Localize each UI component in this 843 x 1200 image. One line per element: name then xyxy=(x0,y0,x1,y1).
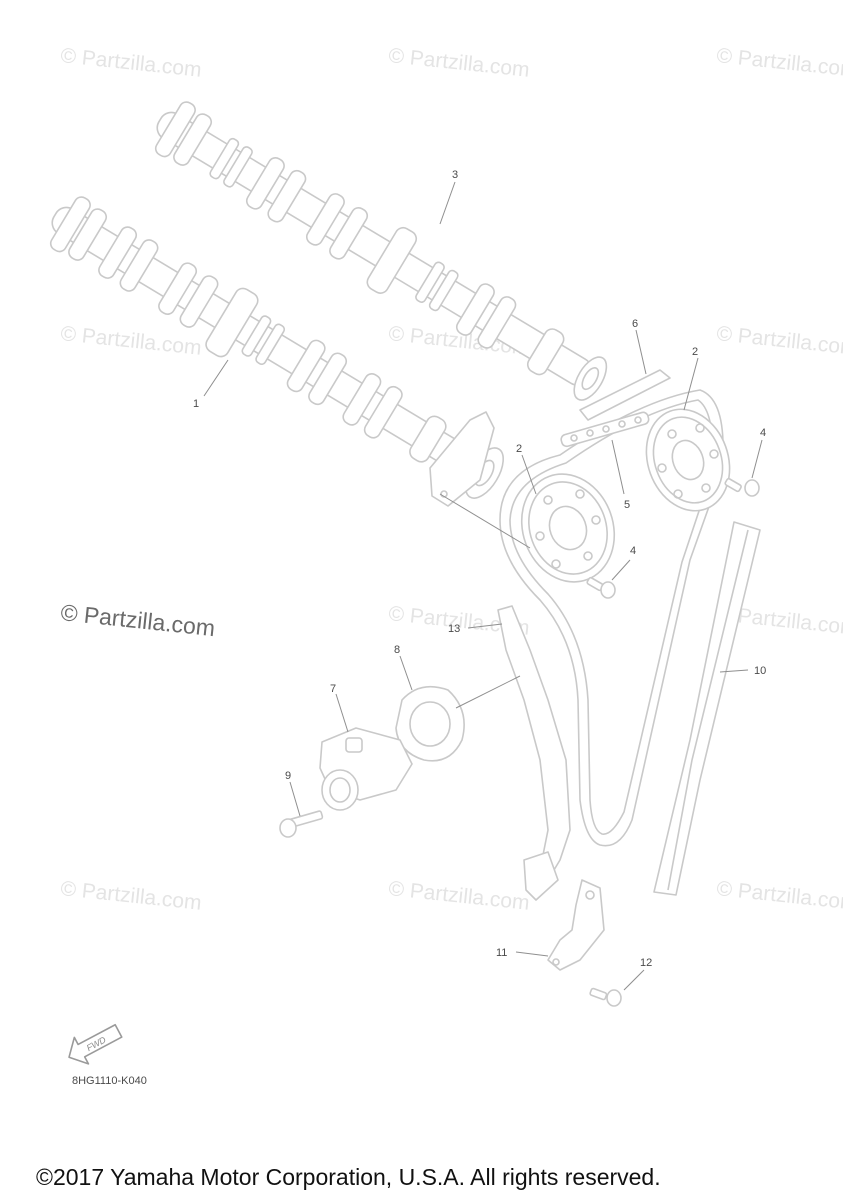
watermark: © Partzilla.com xyxy=(715,322,843,360)
stopper-guide[interactable] xyxy=(547,879,605,971)
chain-guide-intake[interactable] xyxy=(497,605,571,881)
callout-13[interactable]: 13 xyxy=(448,623,460,635)
watermark: © Partzilla.com xyxy=(387,44,530,82)
callout-8[interactable]: 8 xyxy=(394,644,400,656)
diagram-code: 8HG1110-K040 xyxy=(72,1075,147,1087)
chain-links xyxy=(560,411,650,448)
camshaft-lower[interactable] xyxy=(36,185,515,512)
watermark: © Partzilla.com xyxy=(59,599,216,641)
watermark: © Partzilla.com xyxy=(59,877,202,915)
cam-sprocket-b[interactable] xyxy=(633,397,744,522)
watermark: © Partzilla.com xyxy=(715,877,843,915)
stopper-bolt[interactable] xyxy=(589,987,622,1007)
callout-11[interactable]: 11 xyxy=(496,947,507,959)
watermark: © Partzilla.com xyxy=(59,322,202,360)
chain-guide-exhaust[interactable] xyxy=(653,521,761,896)
callout-1[interactable]: 1 xyxy=(193,398,199,410)
callout-4b[interactable]: 4 xyxy=(630,545,636,557)
callout-2b[interactable]: 2 xyxy=(516,443,522,455)
callout-7[interactable]: 7 xyxy=(330,683,336,695)
callout-6[interactable]: 6 xyxy=(632,318,638,330)
callout-5[interactable]: 5 xyxy=(624,499,630,511)
callout-10[interactable]: 10 xyxy=(754,665,766,677)
callout-4a[interactable]: 4 xyxy=(760,427,766,439)
callout-3[interactable]: 3 xyxy=(452,169,458,181)
bolt-b[interactable] xyxy=(586,576,616,599)
copyright-notice: ©2017 Yamaha Motor Corporation, U.S.A. A… xyxy=(36,1164,661,1190)
callout-numbers: 1 2 2 3 4 4 5 6 7 8 9 10 11 12 13 xyxy=(193,169,766,969)
leader-lines xyxy=(203,181,763,991)
tensioner-bolt[interactable] xyxy=(279,810,324,838)
watermark: © Partzilla.com xyxy=(387,877,530,915)
callout-9[interactable]: 9 xyxy=(285,770,291,782)
watermark: © Partzilla.com xyxy=(715,44,843,82)
callout-12[interactable]: 12 xyxy=(640,957,652,969)
bolt-a[interactable] xyxy=(724,477,760,497)
fwd-arrow-icon: FWD xyxy=(68,1023,123,1065)
chain-tensioner[interactable] xyxy=(319,727,413,811)
chain-guide-top[interactable] xyxy=(579,369,671,421)
watermark: © Partzilla.com xyxy=(59,44,202,82)
camshaft-upper[interactable] xyxy=(141,91,618,416)
cam-sprocket-a[interactable] xyxy=(507,461,629,595)
tensioner-gasket[interactable] xyxy=(395,685,465,762)
callout-2a[interactable]: 2 xyxy=(692,346,698,358)
cam-flange-plate xyxy=(429,411,495,507)
timing-chain[interactable] xyxy=(499,389,724,847)
